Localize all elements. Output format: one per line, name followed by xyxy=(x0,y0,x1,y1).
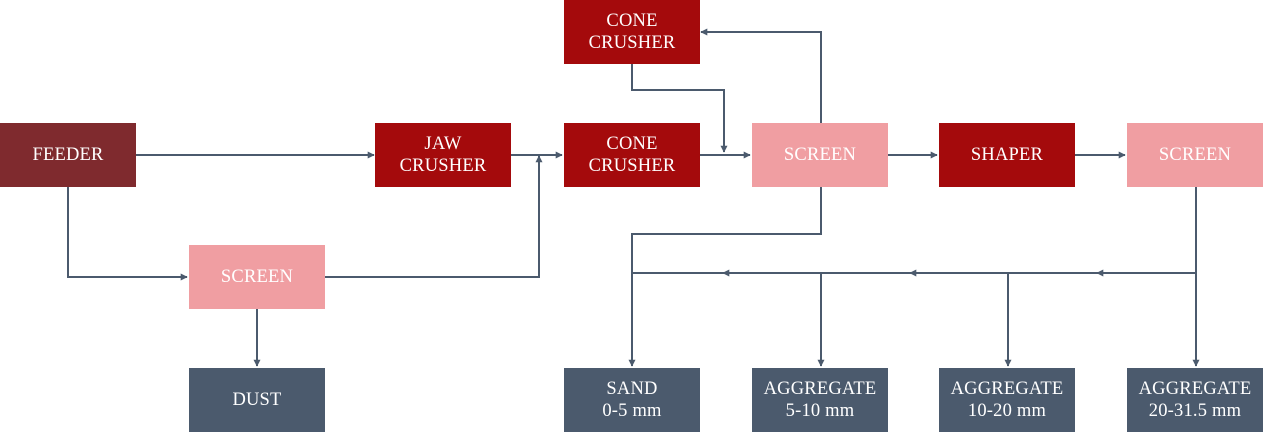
aggregate-20-31-node: AGGREGATE 20-31.5 mm xyxy=(1127,368,1263,432)
connector-feeder-to-prescreen xyxy=(67,187,188,281)
sand-label-2: 0-5 mm xyxy=(602,401,662,421)
connector-screen-to-top-cone xyxy=(700,28,822,123)
shaper-node: SHAPER xyxy=(939,123,1075,187)
main-screen-label: SCREEN xyxy=(783,145,857,165)
jaw-crusher-label-2: CRUSHER xyxy=(399,156,487,176)
cone-crusher-top-label-2: CRUSHER xyxy=(588,33,676,53)
cone-crusher-label-2: CRUSHER xyxy=(588,156,676,176)
jaw-crusher-label-1: JAW xyxy=(424,134,462,154)
cone-crusher-node: CONE CRUSHER xyxy=(564,123,700,187)
aggregate-20-31-label-1: AGGREGATE xyxy=(1138,379,1252,399)
aggregate-10-20-node: AGGREGATE 10-20 mm xyxy=(939,368,1075,432)
cone-crusher-label-1: CONE xyxy=(606,134,658,154)
aggregate-5-10-label-2: 5-10 mm xyxy=(785,401,855,421)
connector-prescreen-to-cone xyxy=(323,155,543,278)
connector-top-cone-to-screen xyxy=(631,64,728,153)
sand-label-1: SAND xyxy=(606,379,658,399)
final-screen-node: SCREEN xyxy=(1127,123,1263,187)
pre-screen-node: SCREEN xyxy=(189,245,325,309)
feeder-label: FEEDER xyxy=(32,145,104,165)
jaw-crusher-node: JAW CRUSHER xyxy=(375,123,511,187)
cone-crusher-top-node: CONE CRUSHER xyxy=(564,0,700,64)
aggregate-5-10-node: AGGREGATE 5-10 mm xyxy=(752,368,888,432)
final-screen-label: SCREEN xyxy=(1158,145,1232,165)
dust-node: DUST xyxy=(189,368,325,432)
main-screen-node: SCREEN xyxy=(752,123,888,187)
feeder-node: FEEDER xyxy=(0,123,136,187)
aggregate-10-20-label-2: 10-20 mm xyxy=(967,401,1047,421)
aggregate-20-31-label-2: 20-31.5 mm xyxy=(1148,401,1242,421)
pre-screen-label: SCREEN xyxy=(220,267,294,287)
aggregate-5-10-label-1: AGGREGATE xyxy=(763,379,877,399)
cone-crusher-top-label-1: CONE xyxy=(606,11,658,31)
shaper-label: SHAPER xyxy=(970,145,1044,165)
aggregate-10-20-label-1: AGGREGATE xyxy=(950,379,1064,399)
connector-screen-to-sand xyxy=(628,187,822,367)
sand-node: SAND 0-5 mm xyxy=(564,368,700,432)
dust-label: DUST xyxy=(232,390,282,410)
